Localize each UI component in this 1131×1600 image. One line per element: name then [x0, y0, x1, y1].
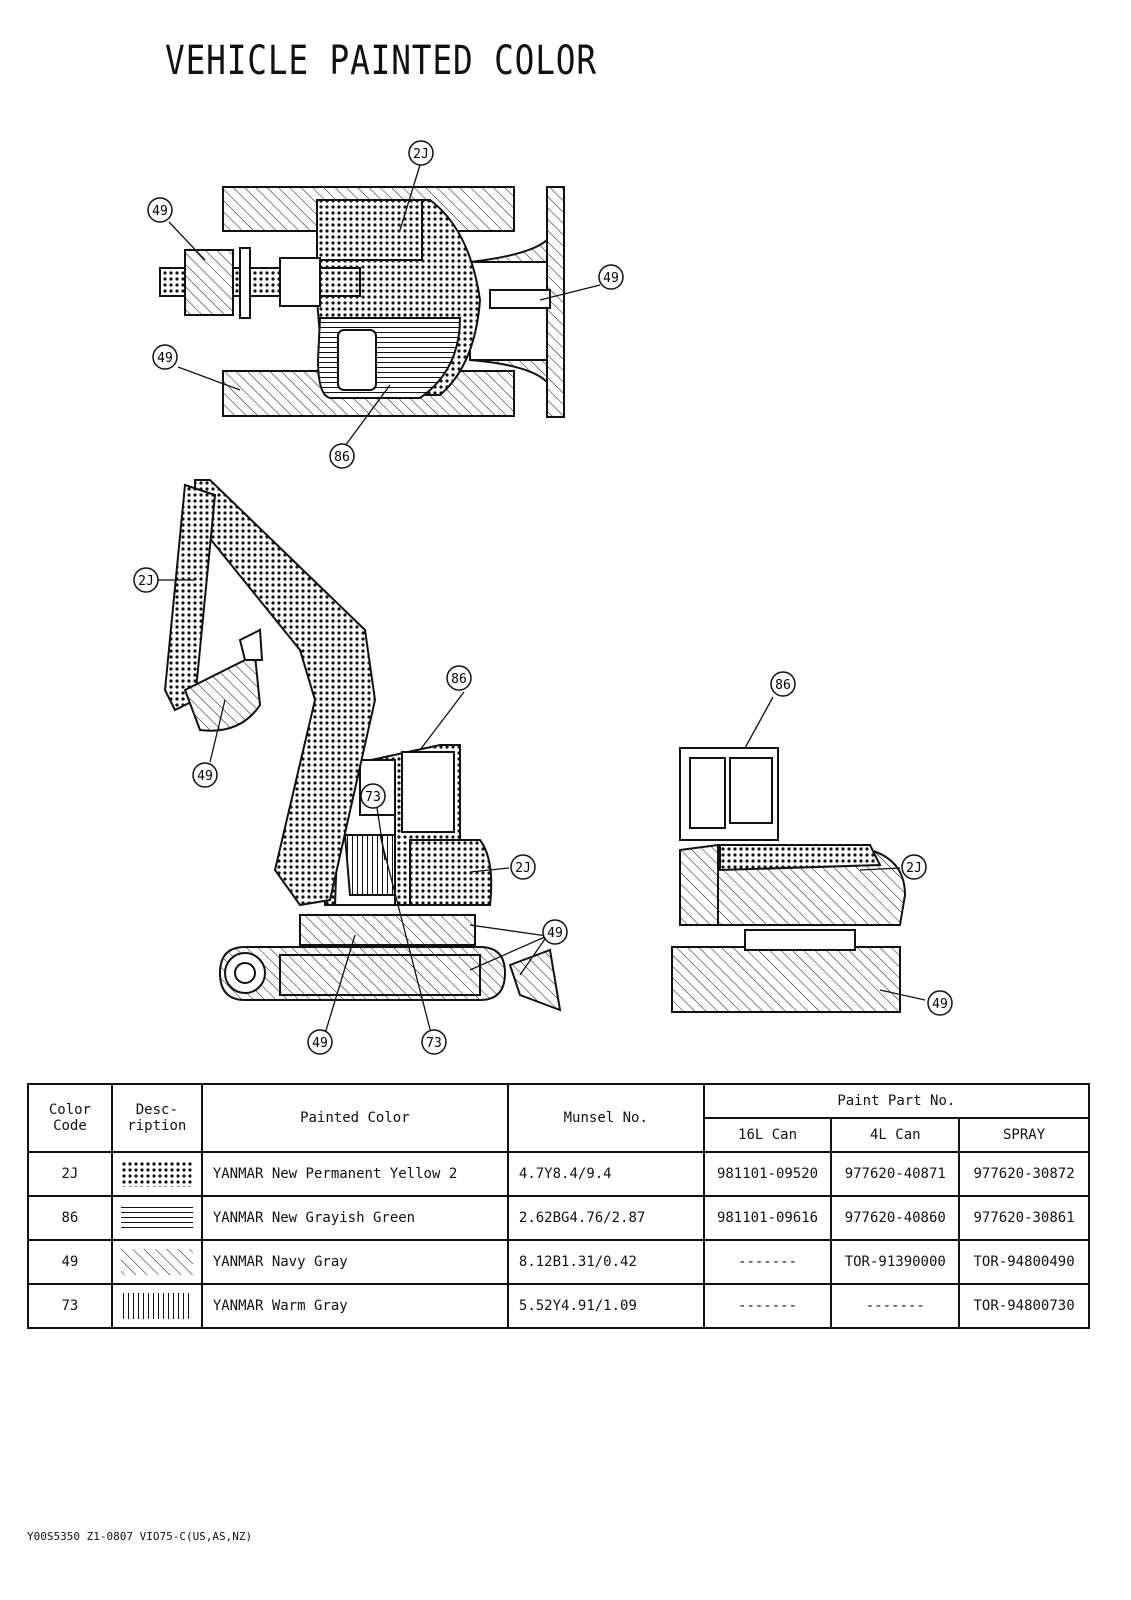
cell-munsel: 2.62BG4.76/2.87 — [506, 1195, 705, 1241]
callout-2j-top: 2J — [408, 140, 434, 166]
svg-text:2J: 2J — [138, 574, 154, 589]
dots-pattern-swatch — [120, 1161, 193, 1187]
cell-color-code: 2J — [27, 1151, 113, 1197]
horizontal-lines-swatch — [120, 1205, 193, 1231]
callout-73-bottom: 73 — [421, 1029, 447, 1055]
diagonal-hatch-swatch — [120, 1249, 193, 1275]
callout-49-top-left-lower: 49 — [152, 344, 178, 370]
header-spray: SPRAY — [958, 1117, 1090, 1153]
table-row: 49 YANMAR Navy Gray 8.12B1.31/0.42 -----… — [27, 1239, 1090, 1285]
cell-spray: TOR-94800490 — [958, 1239, 1090, 1285]
top-view — [159, 186, 565, 418]
svg-text:2J: 2J — [515, 861, 531, 876]
cell-pattern — [110, 1283, 203, 1329]
cell-color-code: 86 — [27, 1195, 113, 1241]
svg-text:49: 49 — [197, 769, 213, 784]
callout-49-track: 49 — [542, 919, 568, 945]
cell-4l-can: 977620-40860 — [830, 1195, 961, 1241]
svg-text:2J: 2J — [906, 861, 922, 876]
callout-73-cab: 73 — [360, 783, 386, 809]
cell-spray: 977620-30861 — [958, 1195, 1090, 1241]
svg-text:86: 86 — [451, 672, 467, 687]
header-munsel-no: Munsel No. — [506, 1083, 705, 1153]
cell-munsel: 8.12B1.31/0.42 — [506, 1239, 705, 1285]
svg-text:86: 86 — [334, 450, 350, 465]
header-painted-color: Painted Color — [200, 1083, 509, 1153]
cell-pattern — [110, 1239, 203, 1285]
cell-painted-color: YANMAR New Grayish Green — [200, 1195, 509, 1241]
table-row: 73 YANMAR Warm Gray 5.52Y4.91/1.09 -----… — [27, 1283, 1090, 1329]
callout-49-top-left-upper: 49 — [147, 197, 173, 223]
svg-text:49: 49 — [603, 271, 619, 286]
header-description: Desc-ription — [110, 1083, 203, 1153]
document-footer: Y00S5350 Z1-0807 VIO75-C(US,AS,NZ) — [27, 1530, 253, 1543]
side-view — [163, 479, 562, 1012]
cell-4l-can: 977620-40871 — [830, 1151, 961, 1197]
leader-lines — [158, 164, 926, 1038]
callout-86-side: 86 — [446, 665, 472, 691]
callout-86-top: 86 — [329, 443, 355, 469]
page-title: VEHICLE PAINTED COLOR — [165, 38, 597, 84]
svg-text:49: 49 — [932, 997, 948, 1012]
cell-munsel: 4.7Y8.4/9.4 — [506, 1151, 705, 1197]
table-row: 2J YANMAR New Permanent Yellow 2 4.7Y8.4… — [27, 1151, 1090, 1197]
vertical-lines-swatch — [120, 1293, 193, 1319]
rear-view — [671, 747, 907, 1013]
svg-text:49: 49 — [312, 1036, 328, 1051]
header-16l-can: 16L Can — [702, 1117, 833, 1153]
svg-text:86: 86 — [775, 678, 791, 693]
svg-text:49: 49 — [547, 926, 563, 941]
cell-pattern — [110, 1195, 203, 1241]
header-4l-can: 4L Can — [830, 1117, 961, 1153]
table-row: 86 YANMAR New Grayish Green 2.62BG4.76/2… — [27, 1195, 1090, 1241]
cell-painted-color: YANMAR New Permanent Yellow 2 — [200, 1151, 509, 1197]
callout-86-rear: 86 — [770, 671, 796, 697]
cell-16l-can: 981101-09520 — [702, 1151, 833, 1197]
callout-2j-side: 2J — [133, 567, 159, 593]
svg-text:49: 49 — [152, 204, 168, 219]
cell-16l-can: ------- — [702, 1283, 833, 1329]
cell-painted-color: YANMAR Warm Gray — [200, 1283, 509, 1329]
cell-spray: TOR-94800730 — [958, 1283, 1090, 1329]
cell-spray: 977620-30872 — [958, 1151, 1090, 1197]
callout-2j-side-right: 2J — [510, 854, 536, 880]
callout-2j-rear: 2J — [901, 854, 927, 880]
svg-text:73: 73 — [365, 790, 381, 805]
header-paint-part-no: Paint Part No. — [702, 1083, 1091, 1119]
cell-munsel: 5.52Y4.91/1.09 — [506, 1283, 705, 1329]
cell-color-code: 49 — [27, 1239, 113, 1285]
cell-16l-can: 981101-09616 — [702, 1195, 833, 1241]
svg-text:49: 49 — [157, 351, 173, 366]
svg-text:73: 73 — [426, 1036, 442, 1051]
callout-49-bucket: 49 — [192, 762, 218, 788]
callout-49-bottom: 49 — [307, 1029, 333, 1055]
cell-4l-can: ------- — [830, 1283, 961, 1329]
excavator-diagram: 2J 49 49 49 86 2J 86 49 73 2J 49 49 — [133, 140, 953, 1055]
cell-4l-can: TOR-91390000 — [830, 1239, 961, 1285]
cell-painted-color: YANMAR Navy Gray — [200, 1239, 509, 1285]
callout-49-rear: 49 — [927, 990, 953, 1016]
cell-16l-can: ------- — [702, 1239, 833, 1285]
svg-text:2J: 2J — [413, 147, 429, 162]
cell-pattern — [110, 1151, 203, 1197]
cell-color-code: 73 — [27, 1283, 113, 1329]
callout-49-top-right: 49 — [598, 264, 624, 290]
